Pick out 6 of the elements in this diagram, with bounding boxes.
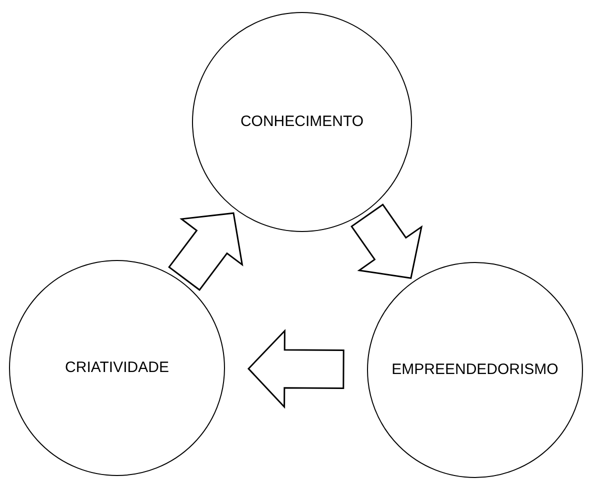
node-label: CONHECIMENTO	[240, 112, 364, 132]
block-arrow	[247, 329, 344, 409]
block-arrow	[350, 204, 423, 279]
block-arrow	[168, 212, 244, 291]
node-label: EMPREENDEDORISMO	[392, 360, 558, 380]
node-label: CRIATIVIDADE	[65, 358, 169, 378]
